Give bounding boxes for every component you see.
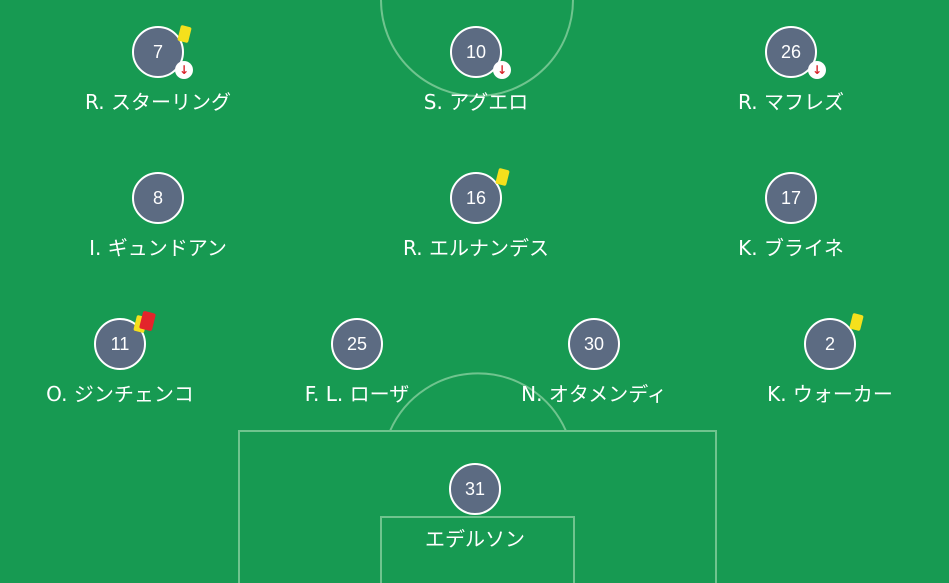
player-number-disc: 10	[450, 26, 502, 78]
player-31[interactable]: 31 エデルソン	[375, 463, 575, 551]
player-name: F. L. ローザ	[304, 382, 410, 406]
player-16[interactable]: 16 R. エルナンデス	[376, 167, 576, 260]
player-7[interactable]: 7 ↓ R. スターリング	[58, 24, 258, 114]
player-10[interactable]: 10 ↓ S. アグエロ	[376, 26, 576, 114]
player-number-disc: 30	[568, 318, 620, 370]
player-name: K. ブライネ	[738, 236, 844, 260]
player-25[interactable]: 25 F. L. ローザ	[257, 318, 457, 406]
player-name: K. ウォーカー	[767, 382, 893, 406]
player-number-disc: 16	[450, 172, 502, 224]
player-name: エデルソン	[425, 527, 525, 551]
player-name: O. ジンチェンコ	[46, 382, 194, 406]
player-name: R. マフレズ	[738, 90, 844, 114]
red-card-icon	[139, 310, 156, 332]
goal-box	[380, 516, 575, 583]
player-number-disc: 2	[804, 318, 856, 370]
player-name: R. エルナンデス	[403, 236, 549, 260]
player-name: N. オタメンディ	[521, 382, 667, 406]
player-number-disc: 8	[132, 172, 184, 224]
sub-arrow-down-icon: ↓	[175, 61, 193, 79]
player-number-disc: 31	[449, 463, 501, 515]
player-26[interactable]: 26 ↓ R. マフレズ	[691, 26, 891, 114]
player-17[interactable]: 17 K. ブライネ	[691, 172, 891, 260]
sub-arrow-down-icon: ↓	[493, 61, 511, 79]
sub-arrow-down-icon: ↓	[808, 61, 826, 79]
yellow-card-icon	[495, 167, 510, 187]
player-11[interactable]: 11 O. ジンチェンコ	[20, 310, 220, 406]
player-name: I. ギュンドアン	[89, 236, 227, 260]
penalty-arc	[389, 372, 567, 432]
player-number-disc: 17	[765, 172, 817, 224]
player-number-disc: 11	[94, 318, 146, 370]
center-circle	[380, 0, 574, 97]
player-2[interactable]: 2 K. ウォーカー	[730, 312, 930, 406]
player-30[interactable]: 30 N. オタメンディ	[494, 318, 694, 406]
yellow-card-icon	[177, 24, 192, 44]
yellow-card-icon	[849, 312, 864, 332]
player-number-disc: 25	[331, 318, 383, 370]
player-8[interactable]: 8 I. ギュンドアン	[58, 172, 258, 260]
player-name: R. スターリング	[85, 90, 231, 114]
penalty-box	[238, 430, 717, 583]
player-name: S. アグエロ	[423, 90, 529, 114]
